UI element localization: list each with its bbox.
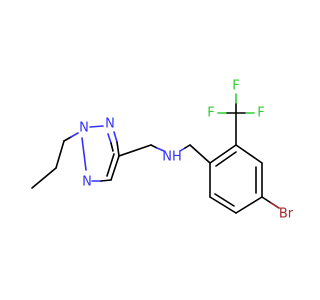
bond-n3-c5-c	[100, 179, 112, 182]
bond-n1-c4-c	[116, 141, 120, 157]
bond-benzene-double-3	[214, 193, 235, 207]
bond-ethyl-ch2	[55, 140, 65, 169]
hetero-bonds	[63, 93, 280, 209]
bond-benzene-5-6	[209, 196, 237, 214]
atom-n2-ethyl: N	[79, 121, 89, 136]
bond-ch2-n2-n	[70, 132, 79, 138]
bond-n1-c4-double-n	[107, 133, 112, 144]
bond-ch2-benzene	[189, 144, 211, 164]
atom-labels: N N N NH Br F F F	[79, 79, 294, 222]
bond-benzene-4-5	[235, 196, 263, 214]
atom-f-right: F	[257, 106, 264, 121]
bond-n1-c4-double-c	[110, 142, 114, 152]
bond-n2-n1	[89, 125, 104, 128]
atom-n3: N	[82, 175, 92, 190]
bond-benzene-1-2	[209, 144, 237, 164]
carbon-bonds	[31, 112, 280, 214]
atom-nh: NH	[162, 150, 182, 165]
bond-triazole-ch2	[118, 144, 152, 157]
atom-f-top: F	[232, 79, 239, 94]
bond-triazole-c4-c5-double	[106, 153, 115, 177]
bond-benzene-double-1	[215, 151, 237, 167]
bond-ch2-nh-n	[156, 147, 165, 152]
atom-f-left: F	[207, 106, 214, 121]
bond-ethyl-ch3	[31, 167, 57, 189]
atom-br: Br	[279, 207, 294, 222]
bond-triazole-c4-c5	[110, 155, 120, 181]
bond-br-half	[270, 202, 280, 209]
bond-ch2-n2	[63, 136, 72, 142]
molecule-structure: N N N NH Br F F F	[31, 79, 294, 222]
bond-ch2-nh-c	[150, 144, 158, 149]
bond-n1-c4-n	[113, 131, 118, 143]
atom-n1: N	[105, 117, 115, 132]
bond-nh-ch2-c	[184, 144, 191, 149]
bond-n2-n3	[81, 137, 87, 171]
bond-nh-ch2-n	[179, 147, 186, 152]
bond-benzene-2-3	[235, 144, 263, 164]
